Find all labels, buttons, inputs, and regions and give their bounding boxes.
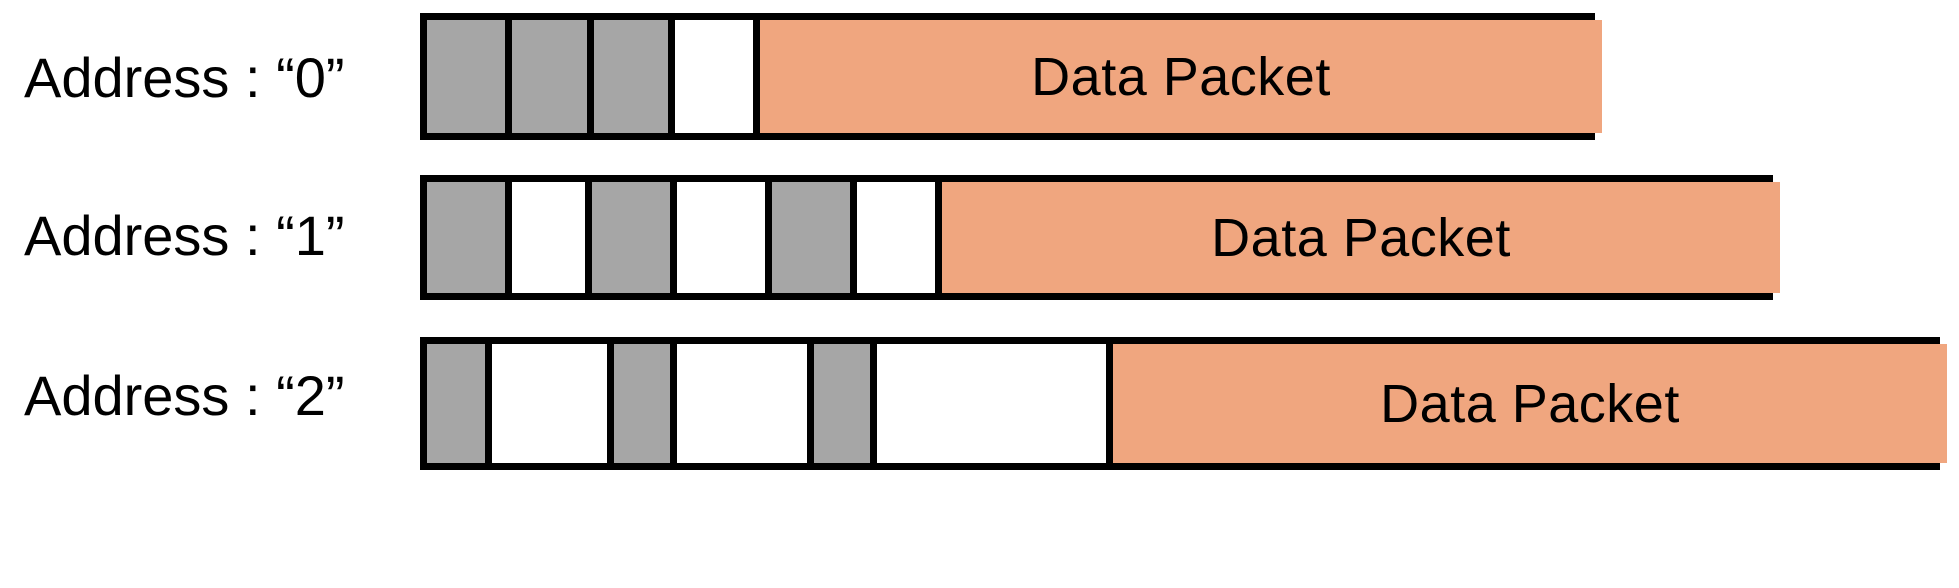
preamble-segment-0-2-gray <box>594 20 675 133</box>
preamble-segment-1-1-white <box>512 182 592 293</box>
preamble-segment-1-4-gray <box>772 182 857 293</box>
preamble-segment-2-1-white <box>492 344 614 463</box>
preamble-segment-0-3-white <box>675 20 760 133</box>
address-label-2: Address : “2” <box>24 364 345 427</box>
payload-label-2: Data Packet <box>1380 373 1680 434</box>
preamble-segment-0-0-gray <box>427 20 512 133</box>
payload-label-0: Data Packet <box>1031 46 1331 107</box>
payload-segment-0: Data Packet <box>760 20 1602 133</box>
packet-row-0: Data Packet <box>420 13 1602 140</box>
preamble-segment-2-4-gray <box>814 344 877 463</box>
packet-row-2: Data Packet <box>420 337 1947 470</box>
preamble-segment-2-3-white <box>677 344 814 463</box>
preamble-segment-1-0-gray <box>427 182 512 293</box>
payload-segment-2: Data Packet <box>1113 344 1947 463</box>
address-label-1: Address : “1” <box>24 204 345 267</box>
packet-row-1: Data Packet <box>420 175 1780 300</box>
preamble-segment-0-1-gray <box>512 20 594 133</box>
preamble-segment-1-3-white <box>677 182 772 293</box>
payload-segment-1: Data Packet <box>942 182 1780 293</box>
preamble-segment-1-2-gray <box>592 182 677 293</box>
preamble-segment-2-0-gray <box>427 344 492 463</box>
preamble-segment-2-5-white <box>877 344 1113 463</box>
preamble-segment-2-2-gray <box>614 344 677 463</box>
preamble-segment-1-5-white <box>857 182 942 293</box>
address-label-0: Address : “0” <box>24 46 345 109</box>
payload-label-1: Data Packet <box>1211 207 1511 268</box>
